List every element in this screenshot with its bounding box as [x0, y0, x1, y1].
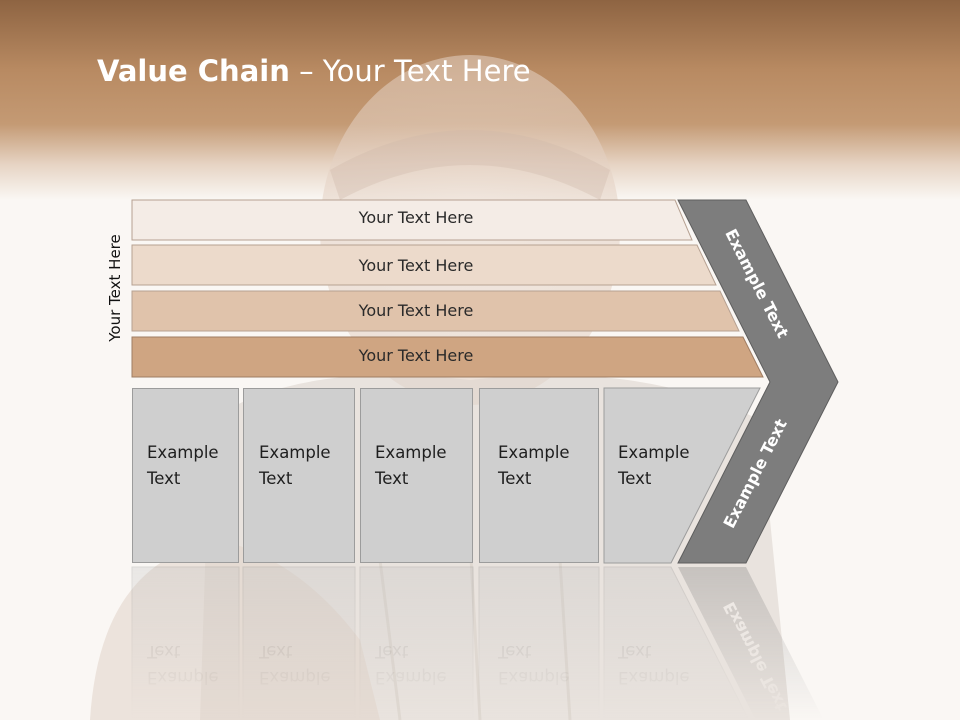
row-band-4	[131, 336, 764, 378]
column-text-5: Example Text	[618, 440, 728, 492]
page-title: Value Chain – Your Text Here	[97, 54, 531, 88]
row-label-3: Your Text Here	[358, 301, 474, 320]
column-text-1: Example Text	[147, 440, 257, 492]
column-text-line2: Text	[618, 469, 652, 488]
column-text-line1: Example	[618, 443, 690, 462]
column-box-1	[132, 388, 239, 563]
column-text-line2: Text	[498, 469, 532, 488]
column-box-3	[360, 388, 473, 563]
row-band-3	[131, 290, 740, 332]
column-box-5	[603, 387, 761, 564]
column-text-line1: Example	[259, 443, 331, 462]
title-rest: – Your Text Here	[289, 54, 531, 88]
column-box-2	[243, 388, 355, 563]
row-band-1	[131, 199, 693, 241]
column-box-4	[479, 388, 599, 563]
column-text-line2: Text	[147, 469, 181, 488]
row-label-1: Your Text Here	[358, 208, 474, 227]
title-bold: Value Chain	[97, 54, 290, 88]
column-text-4: Example Text	[498, 440, 608, 492]
row-band-2	[131, 244, 717, 286]
column-text-line1: Example	[147, 443, 219, 462]
row-label-4: Your Text Here	[358, 346, 474, 365]
column-text-line2: Text	[259, 469, 293, 488]
column-text-2: Example Text	[259, 440, 369, 492]
column-text-line1: Example	[498, 443, 570, 462]
row-label-2: Your Text Here	[358, 256, 474, 275]
chevron-shape	[677, 199, 839, 564]
column-text-3: Example Text	[375, 440, 485, 492]
column-text-line1: Example	[375, 443, 447, 462]
column-text-line2: Text	[375, 469, 409, 488]
